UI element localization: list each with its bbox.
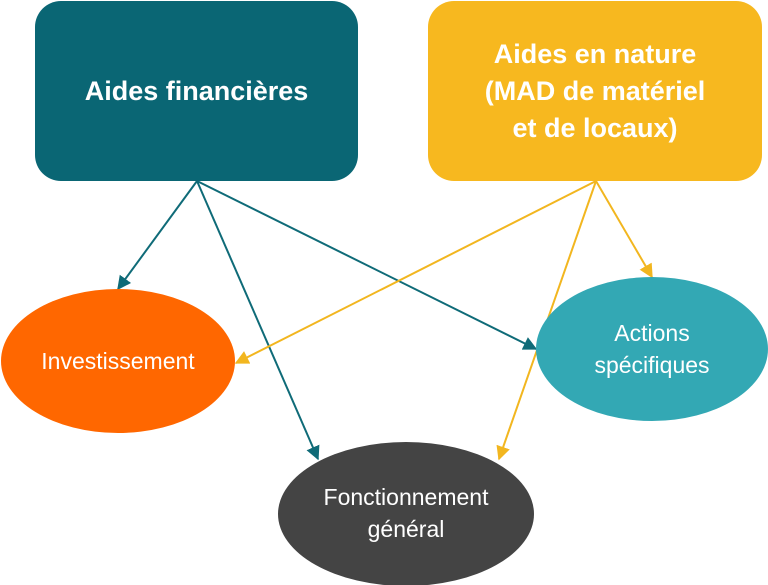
edge-financieres-to-investissement [117,180,198,291]
node-investissement-oval [1,289,235,433]
node-aides-nature-box [428,1,762,181]
edge-financieres-to-actions [196,180,538,350]
edge-financieres-to-fonctionnement [196,180,320,461]
node-actions-specifiques-oval [536,277,768,421]
node-aides-financieres-box [35,1,358,181]
edge-nature-to-actions [595,180,653,279]
node-fonctionnement-general-oval [278,442,534,585]
edge-nature-to-investissement [234,180,597,364]
